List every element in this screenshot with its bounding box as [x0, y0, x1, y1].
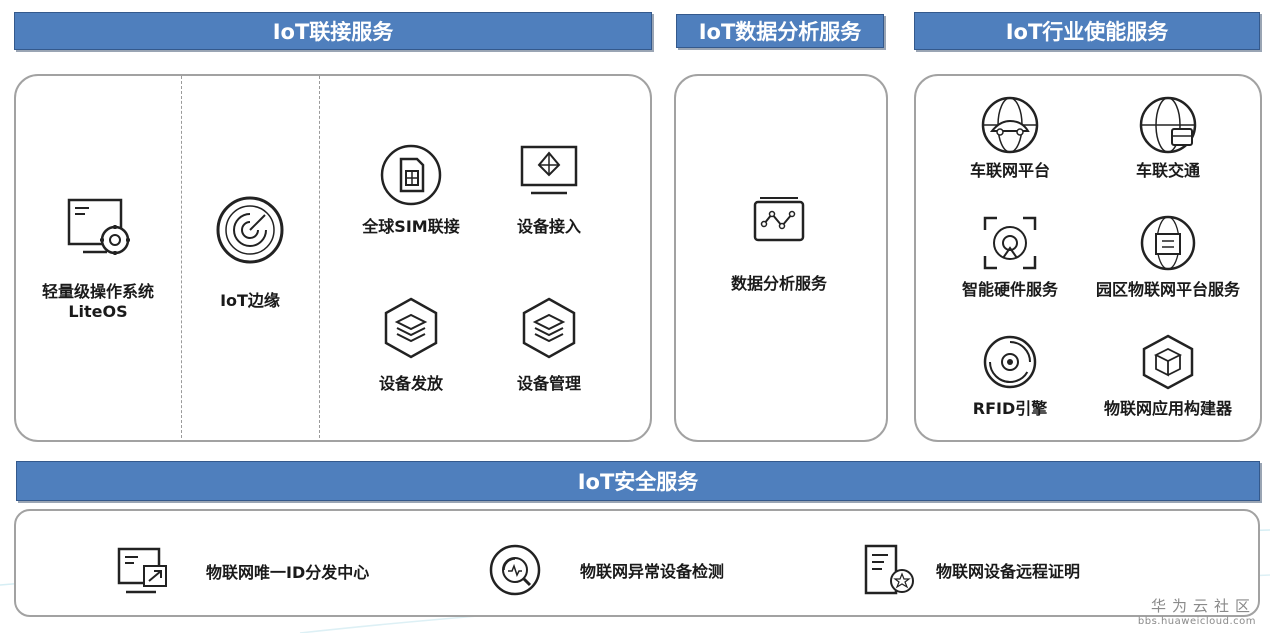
label-car-platform: 车联网平台 [969, 161, 1050, 180]
label-liteos: 轻量级操作系统 LiteOS [41, 282, 154, 321]
label-app-builder: 物联网应用构建器 [1103, 399, 1232, 418]
label-anomaly-detection: 物联网异常设备检测 [580, 562, 725, 581]
target-device-icon [983, 216, 1037, 270]
item-rfid-engine[interactable]: RFID引擎 [940, 333, 1080, 419]
label-data-analysis: 数据分析服务 [730, 274, 827, 293]
item-app-builder[interactable]: 物联网应用构建器 [1088, 333, 1248, 419]
item-data-analysis[interactable]: 数据分析服务 [690, 194, 868, 294]
item-iot-edge[interactable]: IoT边缘 [184, 195, 316, 311]
item-anomaly-detection[interactable]: 物联网异常设备检测 [488, 543, 724, 597]
panel-security [14, 509, 1260, 617]
label-device-provision: 设备发放 [378, 374, 443, 393]
watermark: 华为云社区 bbs.huaweicloud.com [1138, 595, 1256, 627]
item-remote-attestation[interactable]: 物联网设备远程证明 [862, 543, 1080, 597]
panel-connect [14, 74, 652, 442]
item-park-platform[interactable]: 园区物联网平台服务 [1088, 214, 1248, 300]
globe-car-icon [981, 96, 1039, 154]
label-id-center: 物联网唯一ID分发中心 [206, 563, 370, 582]
header-connect-label: IoT联接服务 [272, 20, 394, 44]
item-car-platform[interactable]: 车联网平台 [940, 95, 1080, 181]
screen-arrow-icon [117, 547, 167, 594]
item-global-sim[interactable]: 全球SIM联接 [346, 143, 476, 237]
layers-icon [522, 297, 576, 359]
item-smart-hardware[interactable]: 智能硬件服务 [940, 214, 1080, 300]
header-industry-services: IoT行业使能服务 [914, 12, 1260, 50]
panel-industry [914, 74, 1262, 442]
divider-2 [319, 76, 320, 438]
label-car-traffic: 车联交通 [1135, 161, 1200, 180]
swirl-icon [983, 335, 1037, 389]
header-analytics-services: IoT数据分析服务 [676, 14, 884, 48]
panel-analytics [674, 74, 888, 442]
header-security-services: IoT安全服务 [16, 461, 1260, 501]
label-device-management: 设备管理 [516, 374, 581, 393]
chart-window-icon [753, 197, 805, 242]
item-device-management[interactable]: 设备管理 [484, 296, 614, 394]
item-liteos[interactable]: 轻量级操作系统 LiteOS [18, 196, 178, 322]
label-global-sim: 全球SIM联接 [362, 217, 460, 236]
item-device-provision[interactable]: 设备发放 [346, 296, 476, 394]
item-id-center[interactable]: 物联网唯一ID分发中心 [116, 546, 369, 596]
label-iot-edge: IoT边缘 [220, 291, 280, 310]
cube-icon [1142, 334, 1194, 390]
sim-card-icon [380, 144, 442, 206]
item-device-access[interactable]: 设备接入 [484, 143, 614, 237]
globe-building-icon [1140, 215, 1196, 271]
globe-bus-icon [1139, 96, 1197, 154]
header-analytics-label: IoT数据分析服务 [698, 20, 862, 44]
watermark-en: bbs.huaweicloud.com [1137, 616, 1256, 627]
magnifier-icon [489, 544, 541, 596]
watermark-cn: 华为云社区 [1150, 597, 1256, 615]
header-security-label: IoT安全服务 [577, 470, 699, 494]
label-park-platform: 园区物联网平台服务 [1095, 280, 1240, 299]
item-car-traffic[interactable]: 车联交通 [1098, 95, 1238, 181]
monitor-gear-icon [67, 198, 130, 255]
label-device-access: 设备接入 [516, 217, 581, 236]
layers-icon [384, 297, 438, 359]
header-connect-services: IoT联接服务 [14, 12, 652, 50]
label-smart-hardware: 智能硬件服务 [961, 280, 1058, 299]
device-access-icon [520, 145, 578, 195]
divider-1 [181, 76, 182, 438]
label-remote-attestation: 物联网设备远程证明 [936, 562, 1081, 581]
header-industry-label: IoT行业使能服务 [1005, 20, 1169, 44]
document-star-icon [864, 544, 914, 595]
radar-icon [216, 196, 284, 264]
label-rfid-engine: RFID引擎 [972, 399, 1048, 418]
